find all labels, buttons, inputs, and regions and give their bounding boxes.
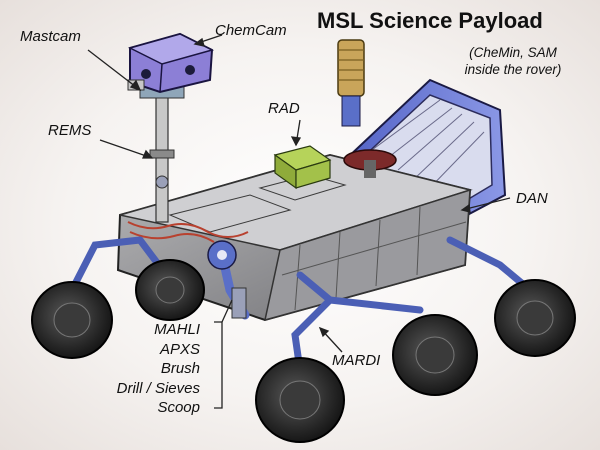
label-rems: REMS [48,122,92,139]
diagram-title: MSL Science Payload [317,8,543,33]
note-line-2: inside the rover) [464,62,562,77]
wheel-mid-left [135,259,205,321]
arm-instrument: Scoop [157,399,200,416]
arm-instrument: APXS [159,340,200,358]
arrow-rems [99,139,153,159]
wheels [31,259,576,443]
arm-instrument: Brush [160,360,200,377]
note-line-1: (CheMin, SAM [469,45,557,60]
arm-instrument: MAHLI [154,321,200,338]
label-mardi: MARDI [332,352,381,369]
callout-arrows [87,34,511,409]
rad-instrument-box [273,145,332,190]
wheel-mid-right [392,314,478,396]
wheel-front-right [255,357,345,443]
rtg-canister [337,39,365,127]
arm-bracket [214,321,223,409]
wheel-rear-right [494,279,576,357]
label-rad: RAD [268,100,300,117]
label-mastcam: Mastcam [20,28,81,45]
inside-rover-note: (CheMin, SAM inside the rover) [438,44,588,78]
arrow-mastcam [87,49,141,91]
wheel-front-left [31,281,113,359]
label-chemcam: ChemCam [215,22,287,39]
suspension-legs [68,236,534,374]
high-gain-antenna [343,149,397,178]
arm-instrument-list: MAHLI APXS Brush Drill / Sieves Scoop [110,320,200,418]
arm-instrument: Drill / Sieves [116,379,200,397]
robotic-arm [207,240,250,320]
label-dan: DAN [516,190,548,207]
